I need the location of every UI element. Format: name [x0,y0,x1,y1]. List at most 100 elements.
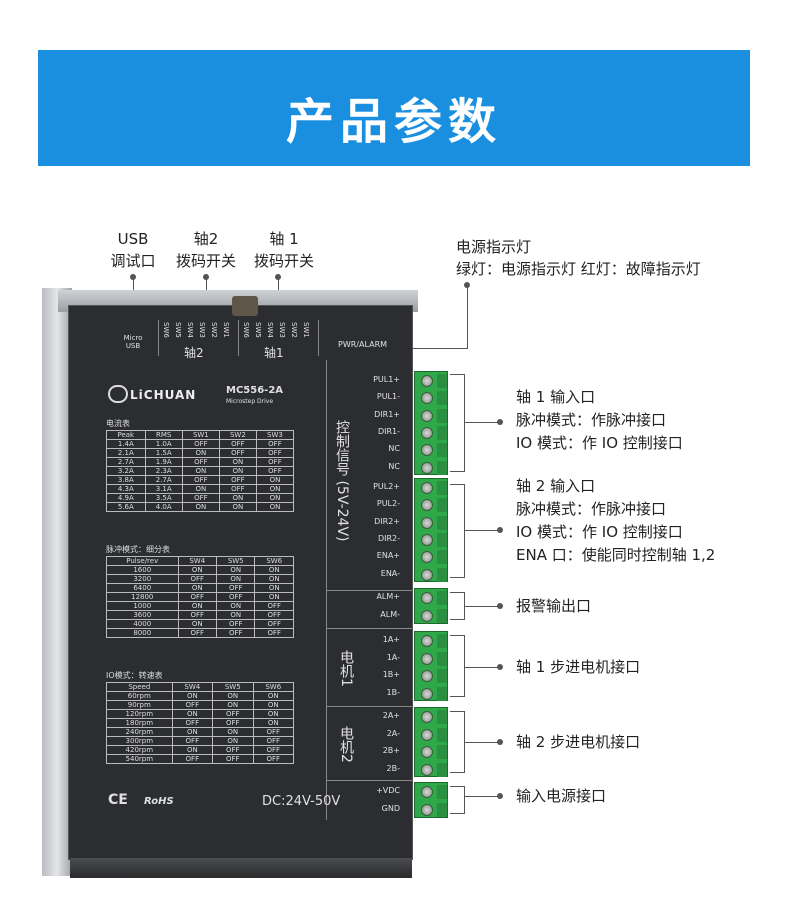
table-cell: ON [181,448,220,458]
terminal-tab [437,425,447,440]
table-cell: OFF [181,493,220,503]
terminal-motor2[interactable] [414,707,448,777]
table-cell: ON [255,475,295,485]
usb-label-line1: USB [117,230,149,248]
table-cell: 2.3A [144,466,183,476]
table-cell: ON [181,466,220,476]
terminal-screw-icon[interactable] [421,687,433,700]
terminal-axis2-input[interactable] [414,478,448,582]
terminal-tab [437,443,447,458]
terminal-tab [437,498,447,513]
terminal-motor1[interactable] [414,631,448,701]
table-cell: 5.6A [106,502,146,512]
axis2-switch-label-line2: 拨码开关 [175,252,236,270]
bracket-power-v [464,786,465,814]
terminal-tab [437,374,447,388]
alarm-output-label: 报警输出口 [516,597,592,615]
power-indicator-label-line1: 电源指示灯 [456,238,532,256]
dip-switch-label: SW5 [254,322,262,338]
table-header-cell: Pulse/rev [106,556,179,566]
bracket-axis1-pointer [464,422,500,423]
terminal-tab [437,727,447,742]
micro-usb-port[interactable]: Micro USB [118,334,148,350]
terminal-screw-icon[interactable] [421,763,433,776]
rohs-mark: RoHS [144,796,174,807]
model-name: MC556-2A [226,385,284,396]
terminal-screw-icon[interactable] [421,652,433,665]
table-cell: 3.8A [106,475,146,485]
terminal-screw-icon[interactable] [421,409,433,422]
terminal-screw-icon[interactable] [421,551,433,564]
terminal-screw-icon[interactable] [421,568,433,581]
terminal-screw-icon[interactable] [421,786,433,798]
terminal-screw-icon[interactable] [421,482,433,494]
terminal-alarm-output[interactable] [414,588,448,624]
axis1-input-line3: IO 模式：作 IO 控制接口 [516,434,683,452]
terminal-screw-icon[interactable] [421,444,433,457]
table-cell: ON [218,457,257,467]
table-cell: ON [254,592,294,602]
terminal-screw-icon[interactable] [421,426,433,439]
table-cell: 2.1A [106,448,146,458]
terminal-screw-icon[interactable] [421,728,433,741]
table-cell: ON [212,727,254,737]
table-cell: 3.2A [106,466,146,476]
terminal-screw-icon[interactable] [421,461,433,474]
table-cell: OFF [255,448,295,458]
table-cell: OFF [215,619,256,629]
pin-label: ENA+ [376,551,400,561]
terminal-screw-icon[interactable] [421,499,433,512]
terminal-axis1-input[interactable] [414,371,448,475]
usb-leader-dot [130,274,136,280]
table-cell: ON [218,502,257,512]
table-cell: ON [254,583,294,593]
table-cell: ON [171,691,214,701]
terminal-screw-icon[interactable] [421,516,433,529]
table-cell: OFF [255,457,295,467]
table-cell: 1.5A [144,448,183,458]
terminal-power-input[interactable] [414,782,448,818]
pin-label: 1B+ [382,670,400,679]
terminal-screw-icon[interactable] [421,392,433,405]
terminal-screw-icon[interactable] [421,592,433,604]
terminal-screw-icon[interactable] [421,711,433,723]
table-header-cell: SW6 [254,556,294,566]
pin-label: 2A+ [382,711,400,720]
terminal-screw-icon[interactable] [421,670,433,682]
terminal-screw-icon[interactable] [421,610,433,622]
table-header-cell: SW5 [212,682,254,692]
axis1-input-line2: 脉冲模式：作脉冲接口 [516,411,667,429]
terminal-screw-icon[interactable] [421,375,433,387]
terminal-screw-icon[interactable] [421,746,433,758]
strip-divider-2 [238,320,239,356]
terminal-screw-icon[interactable] [421,533,433,546]
terminal-tab [437,408,447,423]
terminal-tab [437,481,447,495]
pin-label: ALM+ [376,592,400,601]
dc-rating: DC:24V-50V [262,794,341,809]
bracket-motor1-dot [497,664,503,670]
terminal-screw-icon[interactable] [421,804,433,816]
pin-label: PUL2- [376,499,400,509]
table-cell: OFF [218,439,257,449]
ce-mark: CE [108,792,128,808]
table-cell: OFF [255,439,295,449]
pin-label: PUL2+ [373,482,400,491]
pin-label: PUL1- [376,392,400,402]
table-cell: 3600 [106,610,179,620]
bracket-alarm-dot [497,603,503,609]
table-cell: ON [212,691,254,701]
table-cell: 240rpm [106,727,173,737]
terminal-screw-icon[interactable] [421,635,433,647]
control-signal-label: 控制信号 (5V-24V) [334,420,350,542]
